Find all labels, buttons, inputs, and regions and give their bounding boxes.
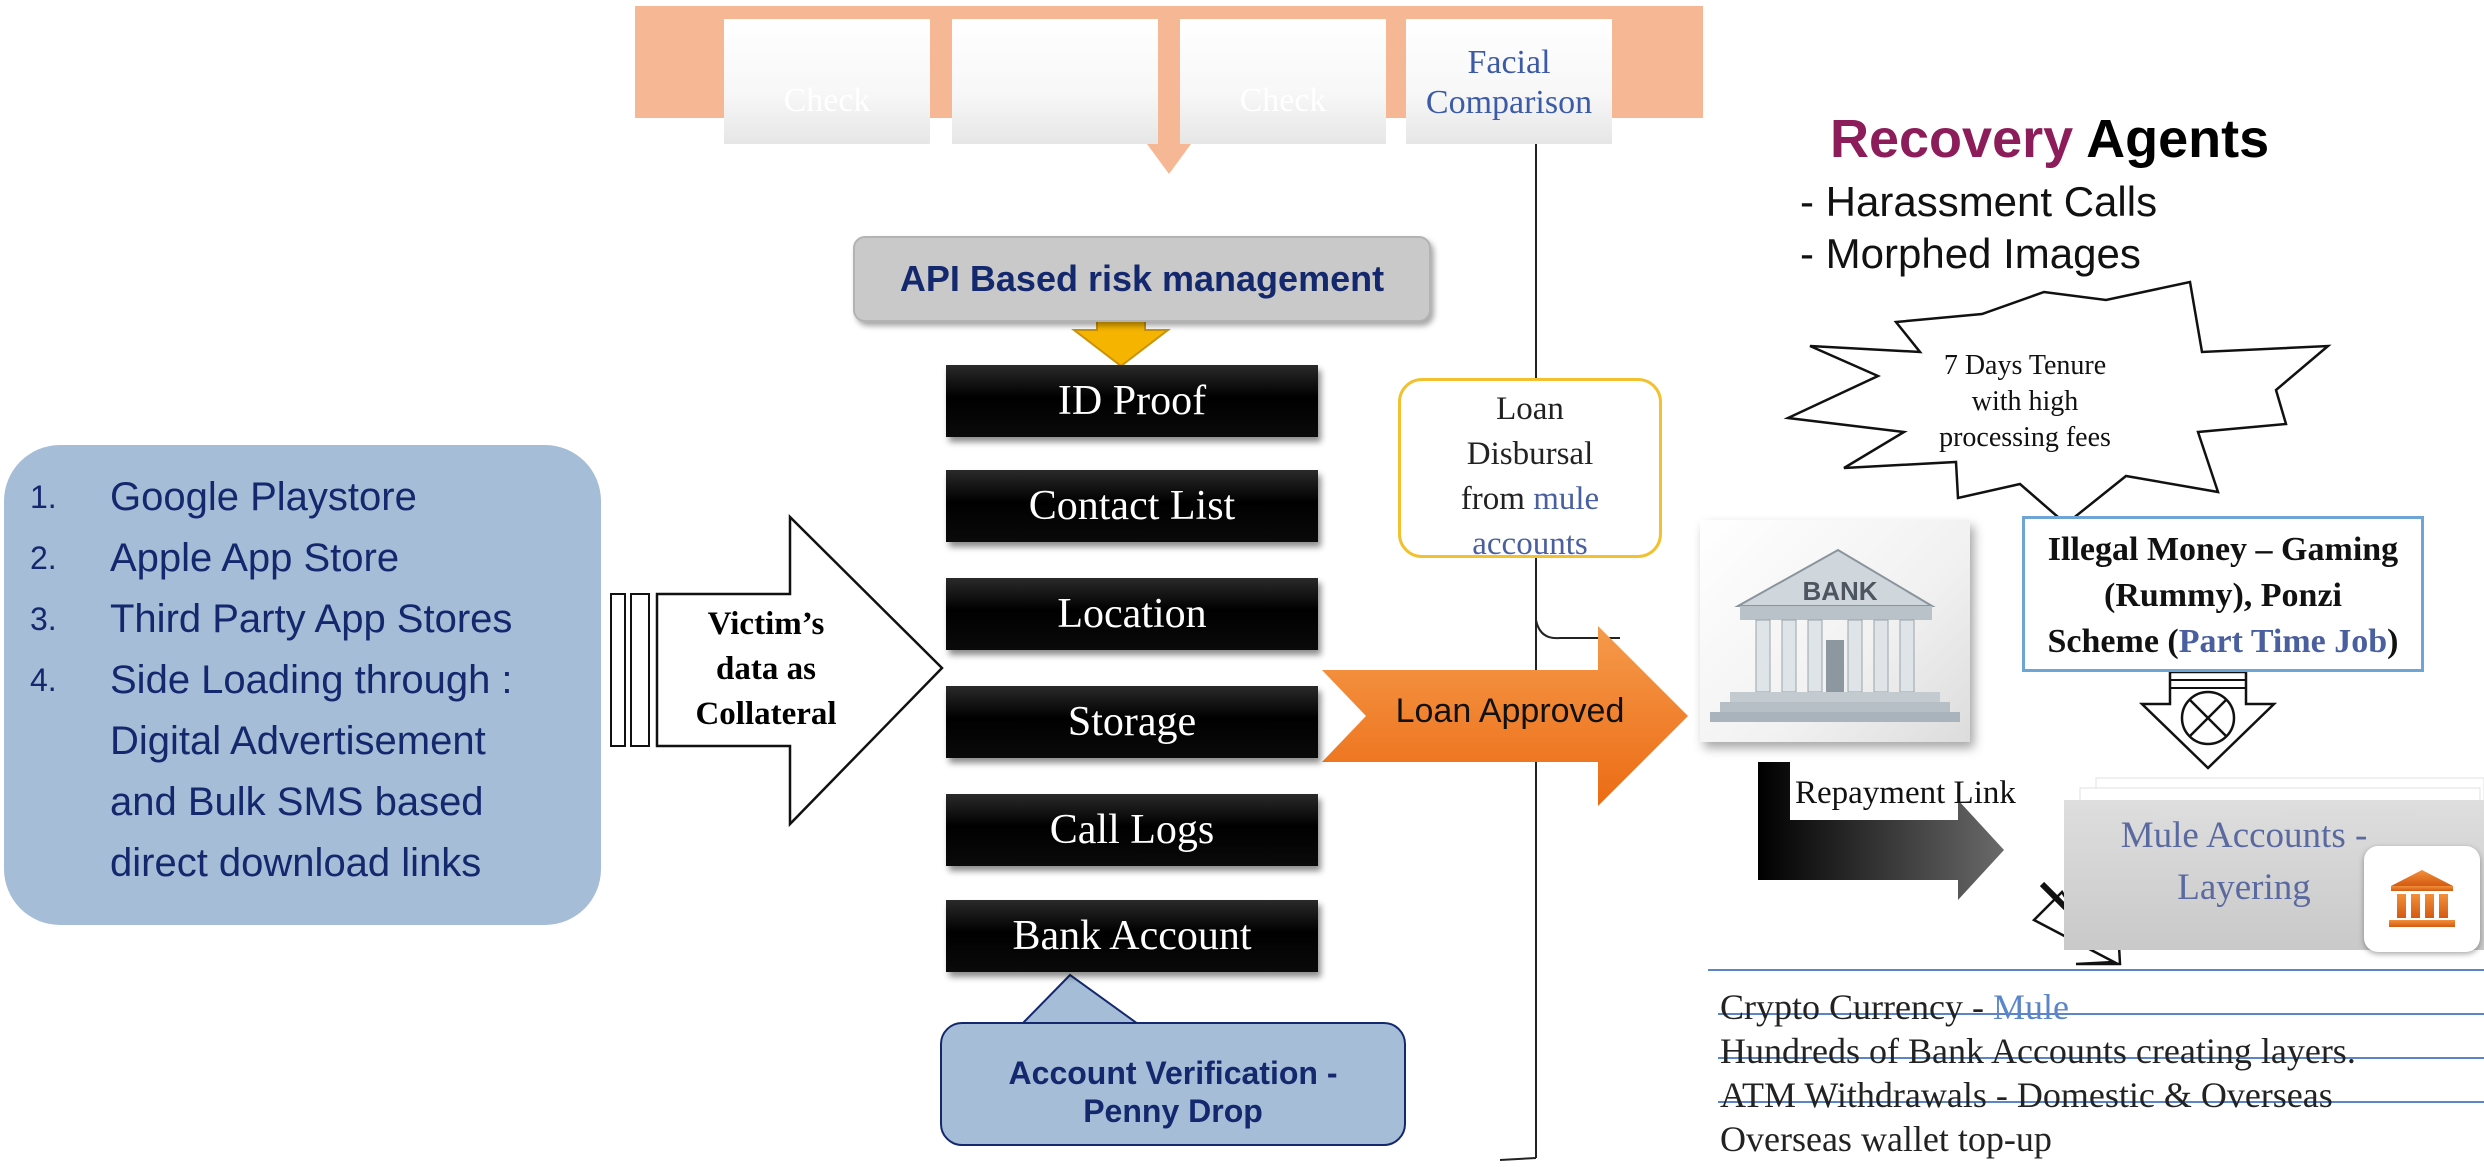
data-box-label: Location [1057, 591, 1207, 637]
list-text: Digital Advertisement [110, 719, 486, 763]
outflow-text: Crypto Currency - [1720, 987, 1993, 1027]
app-sources-box: 1. Google Playstore 2. Apple App Store 3. T… [4, 445, 601, 925]
illegal-prefix: Scheme ( [2047, 623, 2179, 660]
list-text: Google Playstore [110, 475, 417, 519]
data-box-label: ID Proof [1057, 378, 1207, 424]
victim-line: Victim’s [707, 606, 825, 642]
banner-box-facial: Facial Comparison [1406, 19, 1612, 144]
recovery-title: Recovery Agents [1830, 108, 2269, 170]
api-risk-box: API Based risk management [853, 236, 1431, 322]
part-time-job: Part Time Job [2178, 623, 2388, 660]
data-box-label: Storage [1067, 699, 1197, 745]
list-text: direct download links [110, 841, 482, 885]
data-box-label: Call Logs [1049, 807, 1215, 853]
outflow-highlight: Mule [1992, 987, 2069, 1027]
data-box-location: Location [946, 578, 1318, 650]
bank-building-icon: BANK [1700, 520, 1970, 742]
recovery-bullets: - Harassment Calls - Morphed Images [1800, 176, 2157, 280]
list-item: 4. Side Loading through : [4, 650, 601, 711]
illegal-suffix: ) [2387, 623, 2399, 660]
list-text: Apple App Store [110, 536, 400, 580]
loan-approved-label: Loan Approved [1395, 692, 1625, 730]
bank-icon-drawing [2389, 870, 2455, 927]
loan-disbursal-line: from mule [1401, 477, 1659, 522]
outflow-item: Crypto Currency - Mule [1720, 985, 2356, 1029]
data-box-contact-list: Contact List [946, 470, 1318, 542]
list-number: 1. [30, 479, 57, 515]
victim-arrow [655, 513, 944, 828]
victim-line: data as [716, 651, 816, 687]
victim-line: Collateral [695, 696, 837, 732]
banner-box-label: Check [1239, 82, 1327, 119]
victim-arrow-text: Victim’s data as Collateral [676, 602, 856, 737]
illegal-line: (Rummy), Ponzi [2104, 577, 2342, 614]
tenure-burst-text: 7 Days Tenure with high processing fees [1910, 348, 2140, 456]
data-box-storage: Storage [946, 686, 1318, 758]
timeline-bottom-tick [1499, 1157, 1537, 1161]
bank-building-drawing: BANK [1710, 548, 1960, 722]
outflow-item: Overseas wallet top-up [1720, 1119, 2052, 1159]
recovery-word: Recovery [1830, 109, 2074, 169]
banner-box-check-2: Check [1180, 19, 1386, 144]
loan-approved-arrow [1322, 626, 1688, 806]
outflows-list: Crypto Currency - Mule Hundreds of Bank … [1720, 985, 2356, 1161]
banner-box-check-1: Check [724, 19, 930, 144]
penny-drop-line: Account Verification - [1008, 1055, 1338, 1091]
illegal-money-box: Illegal Money – Gaming (Rummy), Ponzi Sc… [2022, 516, 2424, 672]
outflow-item: ATM Withdrawals - Domestic & Overseas [1720, 1075, 2333, 1115]
banner-box-label: Check [783, 82, 871, 119]
list-item: 3. Third Party App Stores [4, 589, 601, 650]
list-item: Digital Advertisement [4, 711, 601, 772]
list-item: 2. Apple App Store [4, 528, 601, 589]
outflow-item: Hundreds of Bank Accounts creating layer… [1720, 1031, 2356, 1071]
data-box-id-proof: ID Proof [946, 365, 1318, 437]
mule-line: Mule Accounts - [2120, 815, 2368, 856]
app-sources-list: 1. Google Playstore 2. Apple App Store 3. T… [4, 445, 601, 894]
penny-drop-box: Account Verification - Penny Drop [940, 1022, 1406, 1146]
list-number: 4. [30, 662, 57, 698]
repayment-arrow [1758, 762, 2004, 900]
loan-disbursal-line: Loan [1496, 391, 1564, 427]
recovery-bullet: - Harassment Calls [1800, 178, 2158, 225]
arrow-bar-1 [610, 593, 626, 747]
list-text: Side Loading through : [110, 658, 513, 702]
tenure-line: with high [1971, 386, 2079, 417]
timeline-bracket [1535, 619, 1620, 640]
recovery-bullet: - Morphed Images [1800, 230, 2141, 277]
mule-line: Layering [2177, 867, 2311, 908]
banner-box-label: Facial Comparison [1425, 44, 1593, 121]
tenure-burst [1783, 280, 2332, 526]
data-box-label: Contact List [1028, 483, 1236, 529]
loan-disbursal-line: accounts [1472, 526, 1588, 562]
loan-disbursal-prefix: from [1460, 481, 1534, 517]
banner-box-blank [952, 19, 1158, 144]
list-item: and Bulk SMS based [4, 772, 601, 833]
loan-disbursal-line: Disbursal [1466, 436, 1594, 472]
loan-disbursal-highlight: mule [1533, 481, 1600, 517]
data-box-label: Bank Account [1012, 913, 1252, 959]
illegal-line: Scheme (Part Time Job) [2025, 619, 2421, 665]
list-number: 3. [30, 601, 57, 637]
list-text: and Bulk SMS based [110, 780, 484, 824]
penny-pointer [1019, 973, 1142, 1025]
list-item: direct download links [4, 833, 601, 894]
list-text: Third Party App Stores [110, 597, 513, 641]
loan-disbursal-box: Loan Disbursal from mule accounts [1398, 378, 1662, 562]
list-number: 2. [30, 540, 57, 576]
data-box-call-logs: Call Logs [946, 794, 1318, 866]
agents-word: Agents [2073, 109, 2270, 169]
data-box-bank-account: Bank Account [946, 900, 1318, 972]
repayment-label: Repayment Link [1795, 775, 2016, 811]
arrow-bar-2 [630, 593, 650, 747]
api-risk-label: API Based risk management [899, 258, 1385, 299]
bank-sign: BANK [1802, 576, 1877, 606]
banner-box-label [952, 19, 1158, 81]
illegal-line: Illegal Money – Gaming [2047, 531, 2399, 568]
bank-icon [2364, 846, 2480, 952]
penny-drop-line: Penny Drop [1083, 1093, 1263, 1129]
tenure-line: 7 Days Tenure [1943, 350, 2107, 381]
tenure-line: processing fees [1939, 422, 2111, 453]
list-item: 1. Google Playstore [4, 467, 601, 528]
